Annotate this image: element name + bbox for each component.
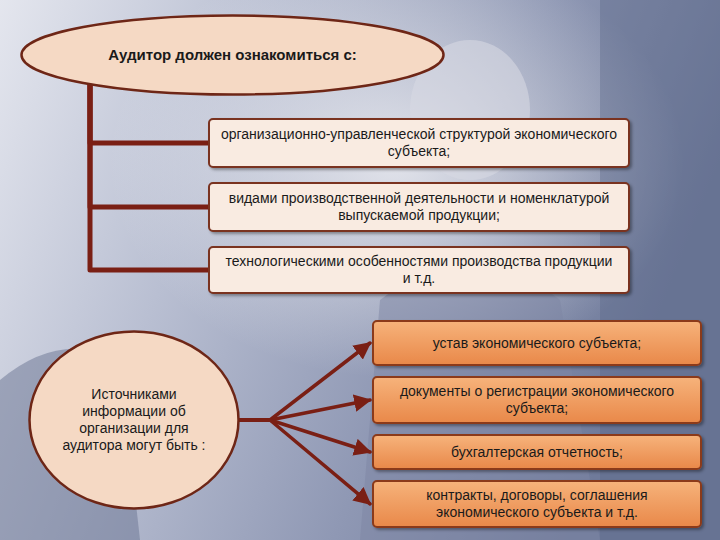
node-text: видами производственной деятельности и н… — [220, 190, 618, 224]
source-box: бухгалтерская отчетность; — [372, 434, 702, 470]
source-box: контракты, договоры, соглашения экономич… — [372, 480, 702, 528]
node-text: технологическими особенностями производс… — [220, 253, 618, 287]
text-group: документы о регистрации экономического с… — [384, 383, 690, 417]
text-group: бухгалтерская отчетность; — [451, 444, 623, 461]
connector — [240, 420, 370, 504]
node-text: Источниками информации об организации дл… — [59, 386, 209, 453]
connector — [90, 84, 208, 207]
connector — [90, 84, 208, 270]
node-text: организационно-управленческой структурой… — [220, 126, 618, 160]
connector — [240, 400, 370, 420]
text-group: Источниками информации об организации дл… — [59, 386, 209, 453]
source-ellipse: Источниками информации об организации дл… — [28, 330, 240, 510]
text-group: технологическими особенностями производс… — [220, 253, 618, 287]
node-text: документы о регистрации экономического с… — [384, 383, 690, 417]
node-text: бухгалтерская отчетность; — [451, 444, 623, 461]
text-group: видами производственной деятельности и н… — [220, 190, 618, 224]
process-box: технологическими особенностями производс… — [208, 246, 630, 294]
process-box: организационно-управленческой структурой… — [208, 118, 630, 168]
text-group: контракты, договоры, соглашения экономич… — [384, 487, 690, 521]
node-text: Аудитор должен ознакомиться с: — [53, 46, 413, 64]
process-box: видами производственной деятельности и н… — [208, 182, 630, 232]
header-ellipse: Аудитор должен ознакомиться с: — [20, 14, 445, 96]
text-group: Аудитор должен ознакомиться с: — [53, 46, 413, 64]
ellipse-shape — [22, 16, 444, 95]
ellipse-shape — [30, 332, 239, 509]
source-box: устав экономического субъекта; — [372, 320, 702, 366]
node-text: контракты, договоры, соглашения экономич… — [384, 487, 690, 521]
source-box: документы о регистрации экономического с… — [372, 376, 702, 424]
text-group: организационно-управленческой структурой… — [220, 126, 618, 160]
connector — [240, 343, 370, 420]
text-group: устав экономического субъекта; — [433, 335, 641, 352]
node-text: устав экономического субъекта; — [433, 335, 641, 352]
